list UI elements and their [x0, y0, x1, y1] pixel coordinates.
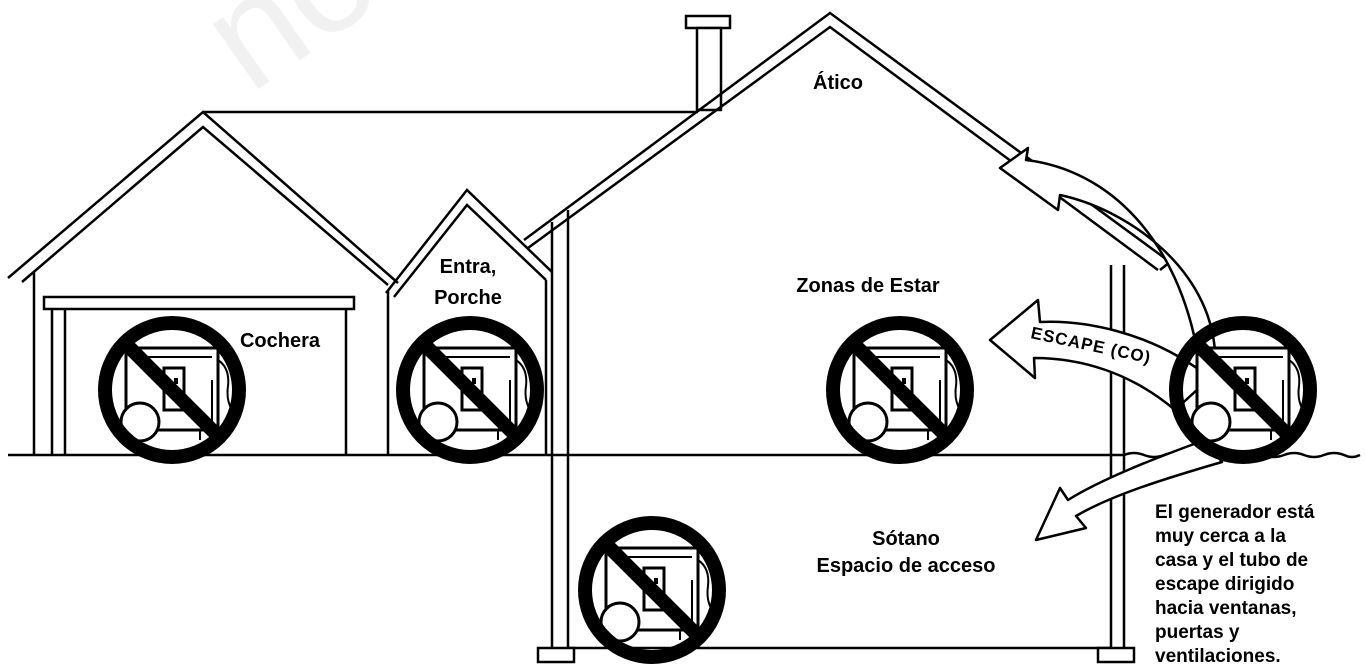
attic-label: Ático — [813, 71, 863, 94]
warning-note: El generador está muy cerca a la casa y … — [1155, 502, 1315, 666]
note-line: puertas y — [1155, 622, 1240, 643]
note-line: muy cerca a la — [1155, 526, 1286, 547]
prohibited-generator-basement — [585, 523, 719, 657]
note-line: ventilaciones. — [1155, 646, 1281, 666]
prohibited-generator-garage — [105, 323, 239, 457]
prohibited-generator-living — [833, 323, 967, 457]
note-line: casa y el tubo de — [1155, 550, 1308, 571]
watermark: not — [172, 0, 439, 121]
chimney — [684, 14, 732, 112]
note-line: escape dirigido — [1155, 574, 1294, 595]
entry-label: Entra, — [440, 256, 497, 278]
porch-structure — [385, 188, 553, 455]
living-area-label: Zonas de Estar — [796, 275, 940, 297]
note-line: El generador está — [1155, 502, 1315, 523]
note-line: hacia ventanas, — [1155, 598, 1297, 619]
exhaust-arrow-icon — [988, 146, 1224, 542]
porch-label: Porche — [434, 287, 502, 309]
prohibited-generator-outside — [1176, 323, 1310, 457]
garage-label: Cochera — [240, 330, 321, 352]
prohibited-generator-porch — [403, 323, 537, 457]
basement-label: Sótano — [872, 528, 940, 550]
crawlspace-label: Espacio de acceso — [817, 555, 996, 577]
